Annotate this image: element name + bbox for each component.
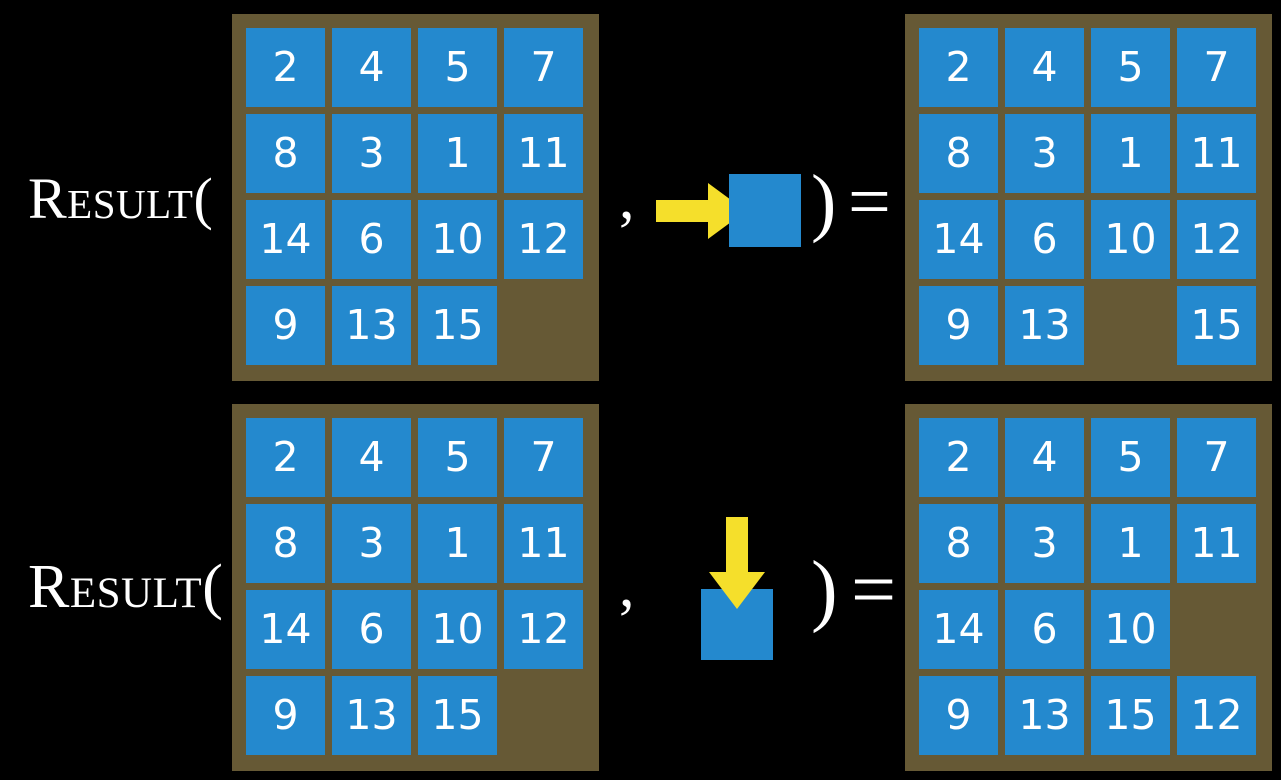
tile[interactable]: 4 bbox=[332, 28, 411, 107]
tile[interactable]: 12 bbox=[504, 590, 583, 669]
tile[interactable]: 15 bbox=[418, 286, 497, 365]
tile[interactable]: 5 bbox=[418, 418, 497, 497]
tile[interactable]: 6 bbox=[1005, 200, 1084, 279]
tile[interactable]: 12 bbox=[1177, 676, 1256, 755]
tile[interactable]: 9 bbox=[246, 286, 325, 365]
tile[interactable]: 11 bbox=[1177, 504, 1256, 583]
tile[interactable]: 3 bbox=[332, 504, 411, 583]
arrow-right-icon bbox=[656, 183, 746, 239]
tile[interactable]: 11 bbox=[1177, 114, 1256, 193]
close-paren-row-1: ) bbox=[811, 160, 837, 244]
tile[interactable]: 2 bbox=[246, 418, 325, 497]
tile[interactable]: 12 bbox=[504, 200, 583, 279]
tile[interactable]: 13 bbox=[332, 676, 411, 755]
equals-row-1: = bbox=[848, 160, 891, 244]
arrow-down-icon bbox=[709, 517, 765, 609]
tile[interactable]: 6 bbox=[1005, 590, 1084, 669]
tile[interactable]: 12 bbox=[1177, 200, 1256, 279]
tile[interactable]: 6 bbox=[332, 200, 411, 279]
tile[interactable]: 1 bbox=[418, 504, 497, 583]
tile[interactable]: 3 bbox=[332, 114, 411, 193]
tile[interactable]: 8 bbox=[246, 114, 325, 193]
tile[interactable]: 2 bbox=[919, 28, 998, 107]
tile[interactable]: 13 bbox=[332, 286, 411, 365]
output-board-2: 2 4 5 7 8 3 1 11 14 6 10 9 13 15 12 bbox=[905, 404, 1272, 771]
tile-empty[interactable] bbox=[504, 676, 583, 755]
tile[interactable]: 10 bbox=[1091, 590, 1170, 669]
tile[interactable]: 9 bbox=[919, 676, 998, 755]
open-paren: ( bbox=[202, 553, 224, 621]
tile[interactable]: 4 bbox=[332, 418, 411, 497]
tile[interactable]: 2 bbox=[919, 418, 998, 497]
tile[interactable]: 4 bbox=[1005, 418, 1084, 497]
tile[interactable]: 7 bbox=[1177, 28, 1256, 107]
tile[interactable]: 9 bbox=[919, 286, 998, 365]
tile[interactable]: 15 bbox=[1091, 676, 1170, 755]
tile[interactable]: 14 bbox=[919, 590, 998, 669]
tile[interactable]: 14 bbox=[919, 200, 998, 279]
comma-row-2: , bbox=[619, 552, 635, 620]
tile-empty[interactable] bbox=[1091, 286, 1170, 365]
tile[interactable]: 11 bbox=[504, 504, 583, 583]
tile[interactable]: 8 bbox=[919, 114, 998, 193]
tile[interactable]: 14 bbox=[246, 590, 325, 669]
tile[interactable]: 3 bbox=[1005, 114, 1084, 193]
tile[interactable]: 13 bbox=[1005, 676, 1084, 755]
tile[interactable]: 8 bbox=[919, 504, 998, 583]
tile[interactable]: 4 bbox=[1005, 28, 1084, 107]
tile[interactable]: 6 bbox=[332, 590, 411, 669]
tile[interactable]: 10 bbox=[1091, 200, 1170, 279]
tile[interactable]: 7 bbox=[504, 28, 583, 107]
tile[interactable]: 13 bbox=[1005, 286, 1084, 365]
result-label-row-1: Result( bbox=[28, 165, 213, 232]
output-board-1: 2 4 5 7 8 3 1 11 14 6 10 12 9 13 15 bbox=[905, 14, 1272, 381]
tile[interactable]: 1 bbox=[418, 114, 497, 193]
tile[interactable]: 7 bbox=[1177, 418, 1256, 497]
tile-empty[interactable] bbox=[504, 286, 583, 365]
tile[interactable]: 15 bbox=[1177, 286, 1256, 365]
open-paren: ( bbox=[193, 166, 214, 231]
tile[interactable]: 9 bbox=[246, 676, 325, 755]
tile[interactable]: 15 bbox=[418, 676, 497, 755]
tile[interactable]: 1 bbox=[1091, 114, 1170, 193]
operand-square-row-1 bbox=[729, 174, 801, 247]
tile[interactable]: 2 bbox=[246, 28, 325, 107]
tile[interactable]: 14 bbox=[246, 200, 325, 279]
tile[interactable]: 5 bbox=[1091, 418, 1170, 497]
tile[interactable]: 7 bbox=[504, 418, 583, 497]
tile[interactable]: 8 bbox=[246, 504, 325, 583]
equals-row-2: = bbox=[851, 546, 897, 634]
comma-row-1: , bbox=[619, 164, 635, 232]
result-word: Result bbox=[28, 553, 203, 621]
tile[interactable]: 3 bbox=[1005, 504, 1084, 583]
tile[interactable]: 5 bbox=[418, 28, 497, 107]
result-label-row-2: Result( bbox=[28, 552, 223, 623]
result-word: Result bbox=[28, 166, 194, 231]
tile[interactable]: 1 bbox=[1091, 504, 1170, 583]
tile[interactable]: 10 bbox=[418, 590, 497, 669]
input-board-2: 2 4 5 7 8 3 1 11 14 6 10 12 9 13 15 bbox=[232, 404, 599, 771]
tile[interactable]: 10 bbox=[418, 200, 497, 279]
tile-empty[interactable] bbox=[1177, 590, 1256, 669]
input-board-1: 2 4 5 7 8 3 1 11 14 6 10 12 9 13 15 bbox=[232, 14, 599, 381]
close-paren-row-2: ) bbox=[811, 546, 838, 634]
tile[interactable]: 5 bbox=[1091, 28, 1170, 107]
tile[interactable]: 11 bbox=[504, 114, 583, 193]
